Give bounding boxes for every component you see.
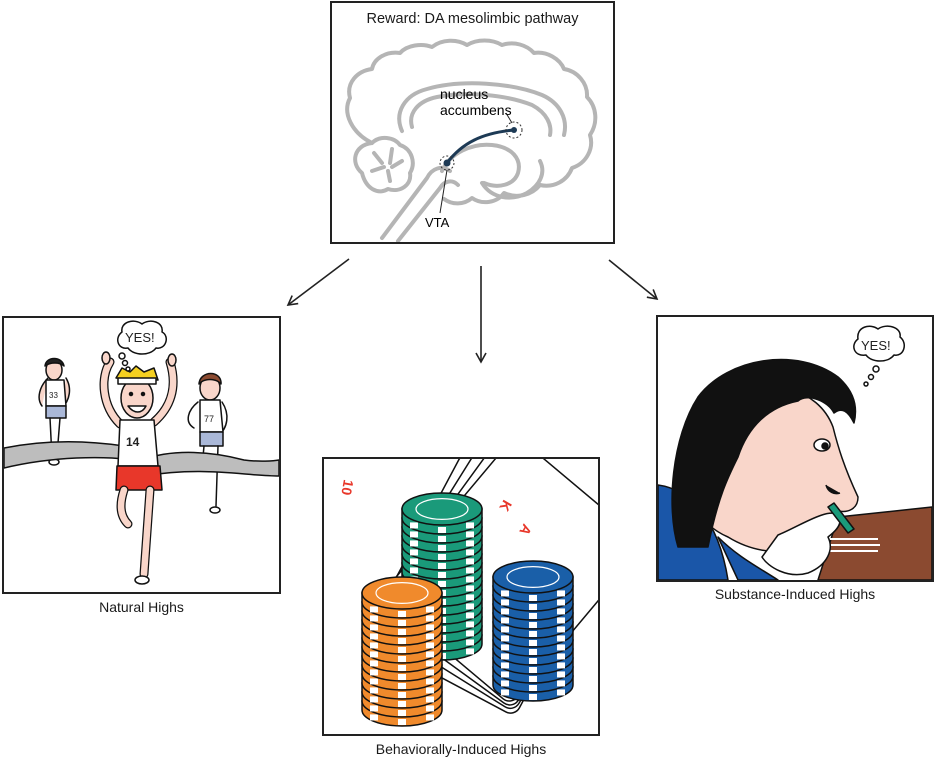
vta-region (439, 155, 455, 171)
runner-14-winner: 14 (99, 351, 178, 585)
nucleus-accumbens-region (505, 121, 523, 139)
brain-sagittal-diagram: nucleus accumbens VTA (345, 38, 598, 242)
reward-pathway-title: Reward: DA mesolimbic pathway (366, 11, 579, 27)
hand (761, 512, 841, 576)
substance-illustration: YES! (658, 325, 932, 580)
blue-chip-stack (492, 560, 574, 702)
vta-leader (439, 169, 448, 214)
behavioral-highs-caption: Behaviorally-Induced Highs (375, 741, 547, 757)
natural-highs-caption: Natural Highs (99, 599, 184, 615)
runners-illustration: 33 77 (4, 320, 279, 585)
brain-outline (345, 38, 598, 242)
hair (671, 358, 857, 548)
svg-text:10: 10 (338, 478, 356, 496)
svg-text:YES!: YES! (861, 338, 891, 353)
arrow-to-substance (608, 259, 659, 301)
thought-bubble: YES! (853, 325, 905, 387)
nucleus-accumbens-leader (505, 112, 513, 124)
arrow-to-natural (286, 258, 350, 306)
svg-text:YES!: YES! (125, 330, 155, 345)
substance-highs-panel: YES! (656, 315, 934, 582)
vta-dot (443, 159, 451, 167)
rolled-bill (827, 502, 855, 534)
nucleus-accumbens-label-1: nucleus (440, 86, 488, 102)
orange-chip-stack (361, 576, 443, 727)
chip-top (401, 492, 483, 526)
natural-highs-panel: 33 77 (2, 316, 281, 594)
behavioral-highs-panel: 10 K A A (322, 457, 600, 736)
svg-text:77: 77 (204, 414, 214, 424)
nucleus-accumbens-dot (511, 127, 517, 133)
vta-label: VTA (425, 215, 450, 230)
finish-ribbon-right (141, 451, 279, 477)
runner-77: 77 (187, 372, 228, 514)
substance-highs-caption: Substance-Induced Highs (714, 586, 876, 602)
reward-pathway-box: Reward: DA mesolimbic pathway nucleus (330, 1, 615, 244)
poker-chips-illustration: 10 K A A (338, 459, 598, 727)
svg-text:14: 14 (126, 435, 140, 449)
thought-bubble: YES! (117, 320, 167, 372)
runner-33: 33 (38, 357, 71, 466)
chip-top (361, 576, 443, 610)
finish-ribbon-left (4, 441, 135, 469)
svg-text:33: 33 (49, 391, 58, 400)
nucleus-accumbens-label-2: accumbens (440, 102, 512, 118)
chip-top (492, 560, 574, 594)
